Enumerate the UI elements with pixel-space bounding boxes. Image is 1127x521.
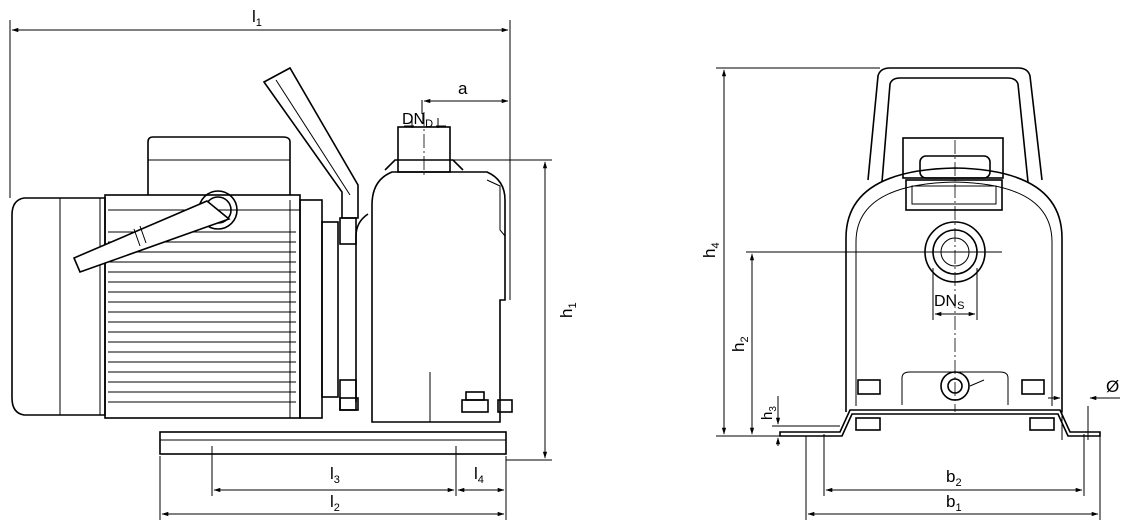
label-h3: h3 — [759, 406, 779, 420]
dimension-b1: b1 — [805, 436, 1101, 520]
motor-body — [104, 194, 339, 419]
terminal-box — [108, 136, 300, 211]
dimension-dn-p: DND — [402, 111, 446, 130]
power-cable — [72, 190, 238, 274]
side-view: l1 a DND h1 l3 — [9, 7, 579, 520]
drain-plug — [901, 371, 1009, 405]
label-b1: b1 — [946, 492, 962, 514]
dimension-diameter: Ø — [1048, 377, 1120, 401]
label-l1: l1 — [252, 7, 262, 29]
dimension-h4: h4 — [700, 67, 880, 437]
dimension-dn-s: DNS — [932, 268, 978, 320]
label-b2: b2 — [946, 467, 962, 489]
label-h4: h4 — [700, 242, 722, 258]
base-plate — [159, 431, 507, 455]
label-l4: l4 — [474, 464, 484, 486]
cooling-fins — [108, 231, 296, 403]
dimension-h3: h3 — [759, 396, 840, 446]
front-view: h4 h2 h3 DNS Ø — [700, 67, 1120, 520]
dimension-b2: b2 — [823, 434, 1085, 496]
dimension-l2: l2 — [159, 456, 507, 520]
motor-fan-cover — [11, 197, 106, 416]
pump-casing — [339, 171, 506, 423]
label-h2: h2 — [729, 336, 751, 352]
dimension-l3-l4: l3 l4 — [211, 446, 507, 496]
label-l3: l3 — [330, 464, 340, 486]
label-dn-p: DND — [402, 111, 433, 130]
front-body — [845, 155, 1063, 412]
label-a: a — [458, 79, 468, 98]
foot-bolts — [339, 391, 513, 413]
front-handle — [867, 67, 1043, 183]
carry-handle — [262, 66, 359, 219]
discharge-nozzle — [384, 112, 464, 176]
dimension-a: a — [421, 79, 509, 114]
label-dn-s: DNS — [934, 293, 964, 312]
label-h1: h1 — [557, 302, 579, 318]
label-diameter: Ø — [1106, 377, 1119, 396]
dimension-h2: h2 — [729, 251, 1002, 435]
label-l2: l2 — [330, 492, 340, 514]
dimension-h1: h1 — [452, 159, 579, 461]
